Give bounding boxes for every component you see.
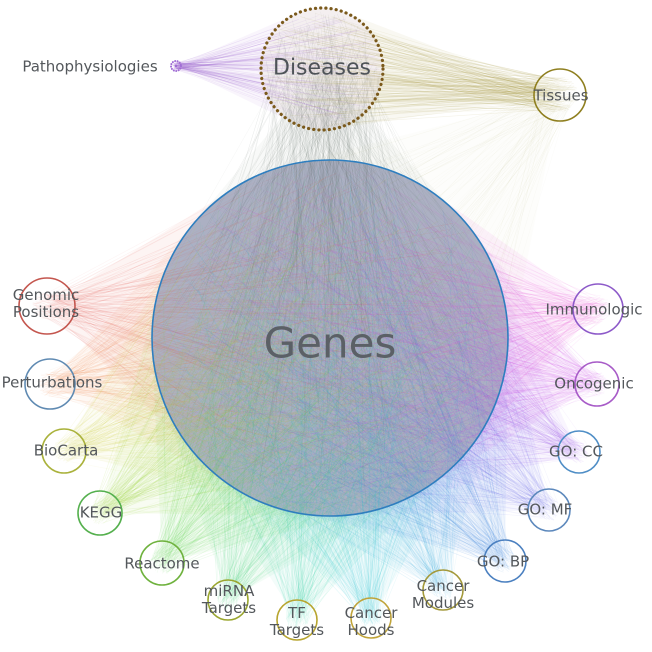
edge-beam-tissues-diseases: [261, 8, 560, 131]
edge-lines: [32, 11, 611, 631]
edge-beam-oncogenic-genes: [152, 160, 597, 516]
node-circle-perturbations[interactable]: [24, 358, 76, 410]
edge-beams: [47, 8, 598, 621]
node-label-cancer-modules[interactable]: Cancer Modules: [411, 577, 475, 612]
node-circle-cancer-modules[interactable]: [422, 569, 464, 611]
node-label-genomic-positions[interactable]: Genomic Positions: [12, 286, 80, 321]
edge-beam-immunologic-genes: [152, 160, 598, 516]
node-label-go-cc[interactable]: GO: CC: [549, 442, 603, 461]
node-circle-genomic-positions[interactable]: [18, 277, 76, 335]
edge-beam-tf-targets-genes: [152, 160, 508, 621]
node-label-pathophysiologies[interactable]: Pathophysiologies: [22, 57, 158, 76]
edge-beam-genomic-positions-genes: [47, 160, 508, 516]
edge-beam-reactome-genes: [152, 160, 508, 564]
nodes: [18, 6, 624, 641]
node-circle-mirna-targets[interactable]: [207, 579, 249, 621]
node-label-go-mf[interactable]: GO: MF: [517, 500, 573, 519]
node-circle-tf-targets[interactable]: [276, 599, 318, 641]
node-label-oncogenic[interactable]: Oncogenic: [554, 374, 634, 393]
node-circle-tissues[interactable]: [533, 68, 587, 122]
edge-beam-perturbations-genes: [50, 160, 508, 516]
node-circle-kegg[interactable]: [77, 490, 123, 536]
node-circle-go-mf[interactable]: [527, 488, 571, 532]
edge-beam-go-mf-genes: [152, 160, 549, 516]
node-label-cancer-hoods[interactable]: Cancer Hoods: [344, 604, 398, 639]
node-circle-pathophysiologies[interactable]: [170, 60, 182, 72]
node-circle-biocarta[interactable]: [41, 428, 87, 474]
edge-beam-mirna-targets-genes: [152, 160, 508, 600]
edge-beam-cancer-modules-genes: [152, 160, 508, 590]
edge-beam-go-bp-genes: [152, 160, 508, 561]
node-label-immunologic[interactable]: Immunologic: [545, 300, 643, 319]
node-label-go-bp[interactable]: GO: BP: [476, 552, 530, 571]
node-circle-genes[interactable]: [151, 159, 509, 517]
node-label-tf-targets[interactable]: TF Targets: [269, 604, 325, 639]
node-label-kegg[interactable]: KEGG: [79, 503, 123, 522]
node-label-perturbations[interactable]: Perturbations: [1, 373, 103, 392]
node-circle-diseases[interactable]: [259, 6, 385, 132]
node-label-biocarta[interactable]: BioCarta: [33, 441, 99, 460]
node-circle-cancer-hoods[interactable]: [350, 597, 392, 639]
edge-beam-diseases-genes: [152, 69, 508, 516]
node-circle-reactome[interactable]: [139, 540, 185, 586]
node-center-dot-pathophysiologies: [174, 64, 178, 68]
edge-beam-kegg-genes: [100, 160, 508, 517]
node-label-genes[interactable]: Genes: [263, 318, 397, 368]
node-circle-immunologic[interactable]: [572, 283, 624, 335]
edge-beam-cancer-hoods-genes: [152, 160, 508, 618]
node-circle-oncogenic[interactable]: [574, 361, 620, 407]
node-label-mirna-targets[interactable]: miRNA Targets: [201, 582, 257, 617]
edge-beam-go-cc-genes: [152, 160, 579, 516]
node-label-reactome[interactable]: Reactome: [124, 554, 200, 573]
node-circle-go-bp[interactable]: [483, 539, 527, 583]
node-label-tissues[interactable]: Tissues: [533, 86, 589, 105]
node-circle-go-cc[interactable]: [557, 430, 601, 474]
node-label-diseases[interactable]: Diseases: [273, 55, 371, 81]
edge-beam-pathophysiologies-diseases: [176, 8, 383, 131]
